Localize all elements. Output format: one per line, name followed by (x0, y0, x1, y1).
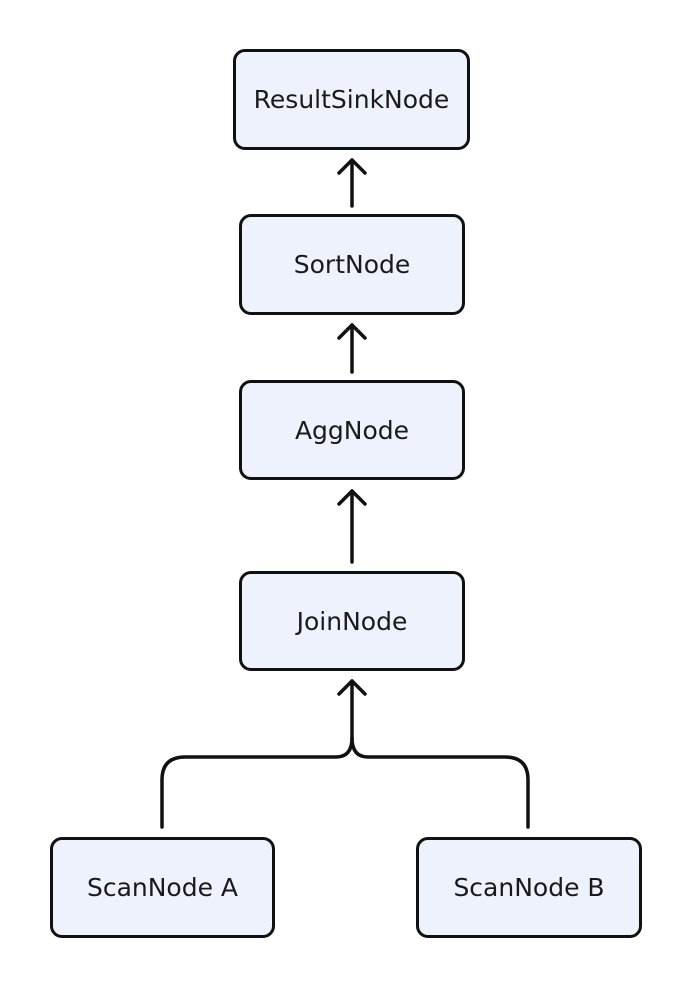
node-label-joinnode: JoinNode (296, 606, 408, 636)
node-joinnode: JoinNode (239, 571, 465, 671)
node-label-scannode-b: ScanNode B (453, 873, 605, 902)
node-label-scannode-a: ScanNode A (86, 873, 239, 902)
arrow-sort-to-resultsink (337, 158, 367, 208)
node-label-resultsinknode: ResultSinkNode (253, 85, 450, 114)
arrow-agg-to-sort (337, 323, 367, 374)
node-label-aggnode: AggNode (294, 415, 410, 445)
node-sortnode: SortNode (239, 214, 465, 315)
node-aggnode: AggNode (239, 380, 465, 480)
node-scannode-a: ScanNode A (50, 837, 275, 938)
arrow-scans-to-join (160, 679, 530, 829)
node-label-sortnode: SortNode (293, 250, 411, 279)
node-scannode-b: ScanNode B (416, 837, 642, 938)
arrow-join-to-agg (337, 489, 367, 564)
node-resultsinknode: ResultSinkNode (233, 49, 470, 150)
